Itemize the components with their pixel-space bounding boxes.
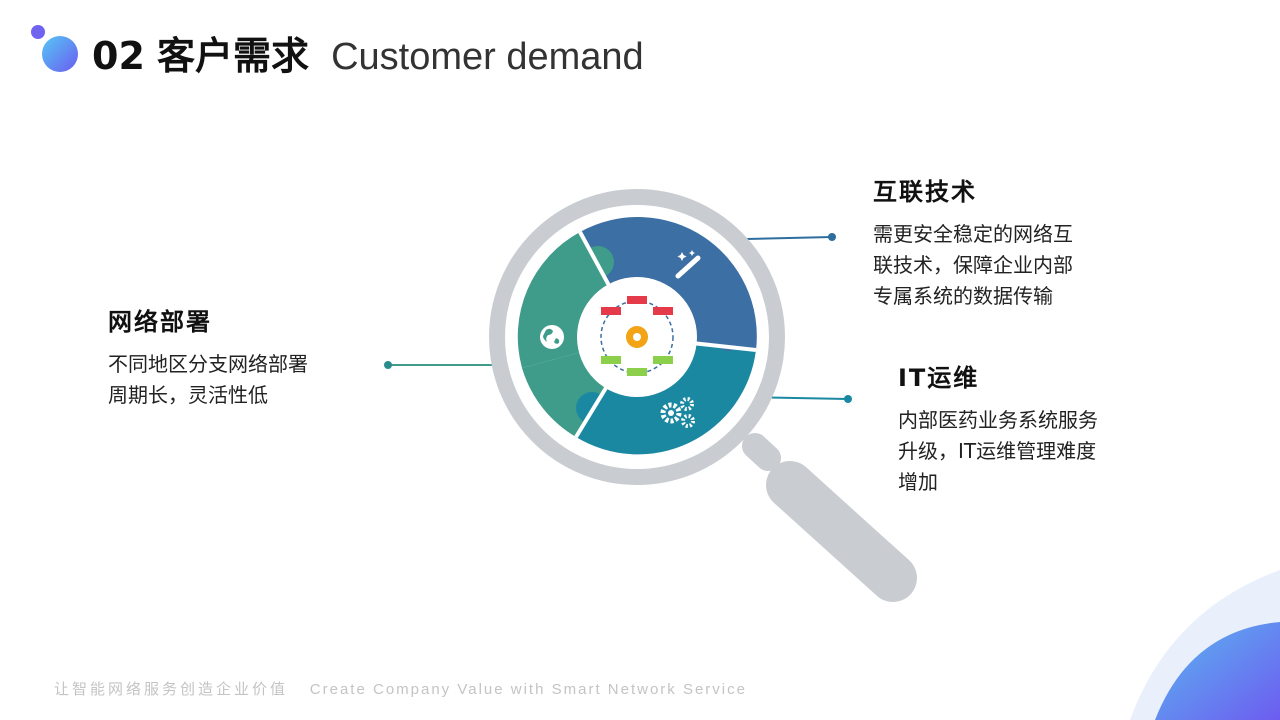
title-en: Customer demand xyxy=(331,36,644,78)
block-body: 需更安全稳定的网络互 联技术，保障企业内部 专属系统的数据传输 xyxy=(873,219,1133,312)
decorative-wave xyxy=(1130,570,1280,720)
magic-wand-icon xyxy=(675,250,701,279)
block-line: 不同地区分支网络部署 xyxy=(108,352,308,376)
block-network-deployment: 网络部署 不同地区分支网络部署 周期长，灵活性低 xyxy=(108,302,368,411)
block-line: 升级，IT运维管理难度 xyxy=(898,439,1097,463)
gears-icon xyxy=(660,397,695,428)
block-line: 内部医药业务系统服务 xyxy=(898,408,1098,432)
block-heading: 网络部署 xyxy=(108,308,212,336)
slogan-en: Create Company Value with Smart Network … xyxy=(309,681,747,698)
magnifier-handle xyxy=(742,433,917,602)
network-cycle-icon xyxy=(577,277,697,397)
block-heading: IT运维 xyxy=(898,364,980,392)
block-body: 内部医药业务系统服务 升级，IT运维管理难度 增加 xyxy=(898,405,1158,498)
title-cn: 客户需求 xyxy=(156,34,309,78)
footer-slogan: 让智能网络服务创造企业价值 Create Company Value with … xyxy=(54,678,747,699)
block-heading: 互联技术 xyxy=(873,178,977,206)
logo-icon xyxy=(31,25,78,72)
block-line: 增加 xyxy=(898,470,938,494)
block-internet-tech: 互联技术 需更安全稳定的网络互 联技术，保障企业内部 专属系统的数据传输 xyxy=(873,172,1133,312)
slogan-cn: 让智能网络服务创造企业价值 xyxy=(54,680,289,698)
page-title: 02 客户需求 Customer demand xyxy=(92,30,644,82)
connector-lines xyxy=(384,233,852,403)
globe-icon xyxy=(540,325,564,349)
block-it-ops: IT运维 内部医药业务系统服务 升级，IT运维管理难度 增加 xyxy=(898,358,1158,498)
block-body: 不同地区分支网络部署 周期长，灵活性低 xyxy=(108,349,368,411)
title-number: 02 xyxy=(92,34,145,78)
block-line: 需更安全稳定的网络互 xyxy=(873,222,1073,246)
block-line: 联技术，保障企业内部 xyxy=(873,253,1073,277)
block-line: 专属系统的数据传输 xyxy=(873,284,1053,308)
block-line: 周期长，灵活性低 xyxy=(108,383,268,407)
